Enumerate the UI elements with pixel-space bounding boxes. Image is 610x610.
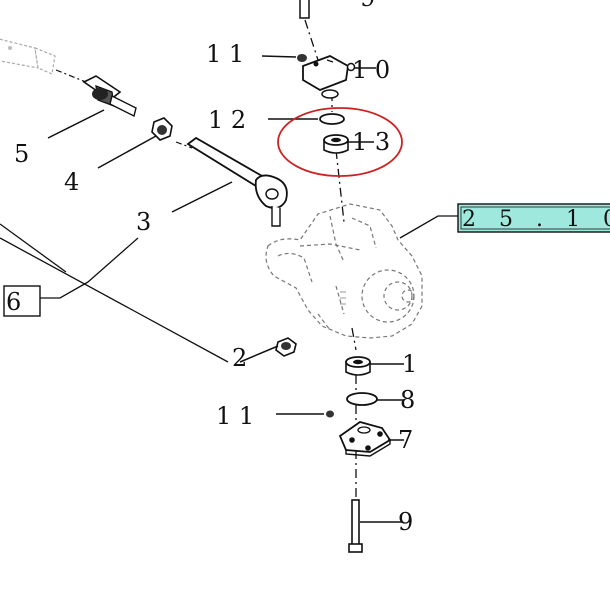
label-1: 1 [402,350,417,378]
label-11-bottom: 1 1 [216,402,254,430]
label-12: 1 2 [208,106,246,134]
label-6: 6 [6,288,21,316]
label-13: 1 3 [352,128,390,156]
bushing[interactable] [275,337,297,357]
lower-cap[interactable] [338,421,392,457]
label-7: 7 [398,426,413,454]
label-11-top: 1 1 [206,40,244,68]
tie-rod-tube-left[interactable] [0,38,56,75]
lock-nut[interactable] [151,117,173,141]
label-3: 3 [136,208,151,236]
leader-lines-6 [0,223,229,363]
shim[interactable] [319,113,345,125]
reference-box[interactable]: 2 5 . 1 0 8 [457,203,610,233]
label-2: 2 [232,344,247,372]
grease-nipple-bottom[interactable] [326,410,334,418]
lower-shim[interactable] [346,392,378,406]
top-pin[interactable] [299,0,310,19]
label-4: 4 [64,168,79,196]
inner-ball-joint[interactable] [82,75,137,118]
label-box-6 [3,285,41,317]
label-9-bottom: 9 [398,508,413,536]
reference-text: 2 5 . 1 0 8 [462,207,610,232]
lower-bolt[interactable] [348,499,363,553]
label-10: 1 0 [352,56,390,84]
upper-cap[interactable] [302,55,356,99]
highlight-circle [277,107,403,177]
label-8: 8 [400,386,415,414]
label-5: 5 [14,140,29,168]
lower-bearing[interactable] [345,356,371,376]
grease-nipple-top[interactable] [297,54,307,62]
steering-knuckle[interactable] [265,203,423,339]
knuckle-bolt-marks [340,291,346,305]
upper-bearing[interactable] [323,134,349,154]
kingpin-axis [304,19,357,500]
outer-tie-rod-end[interactable] [186,136,288,227]
label-9-top: 9 [360,0,375,12]
